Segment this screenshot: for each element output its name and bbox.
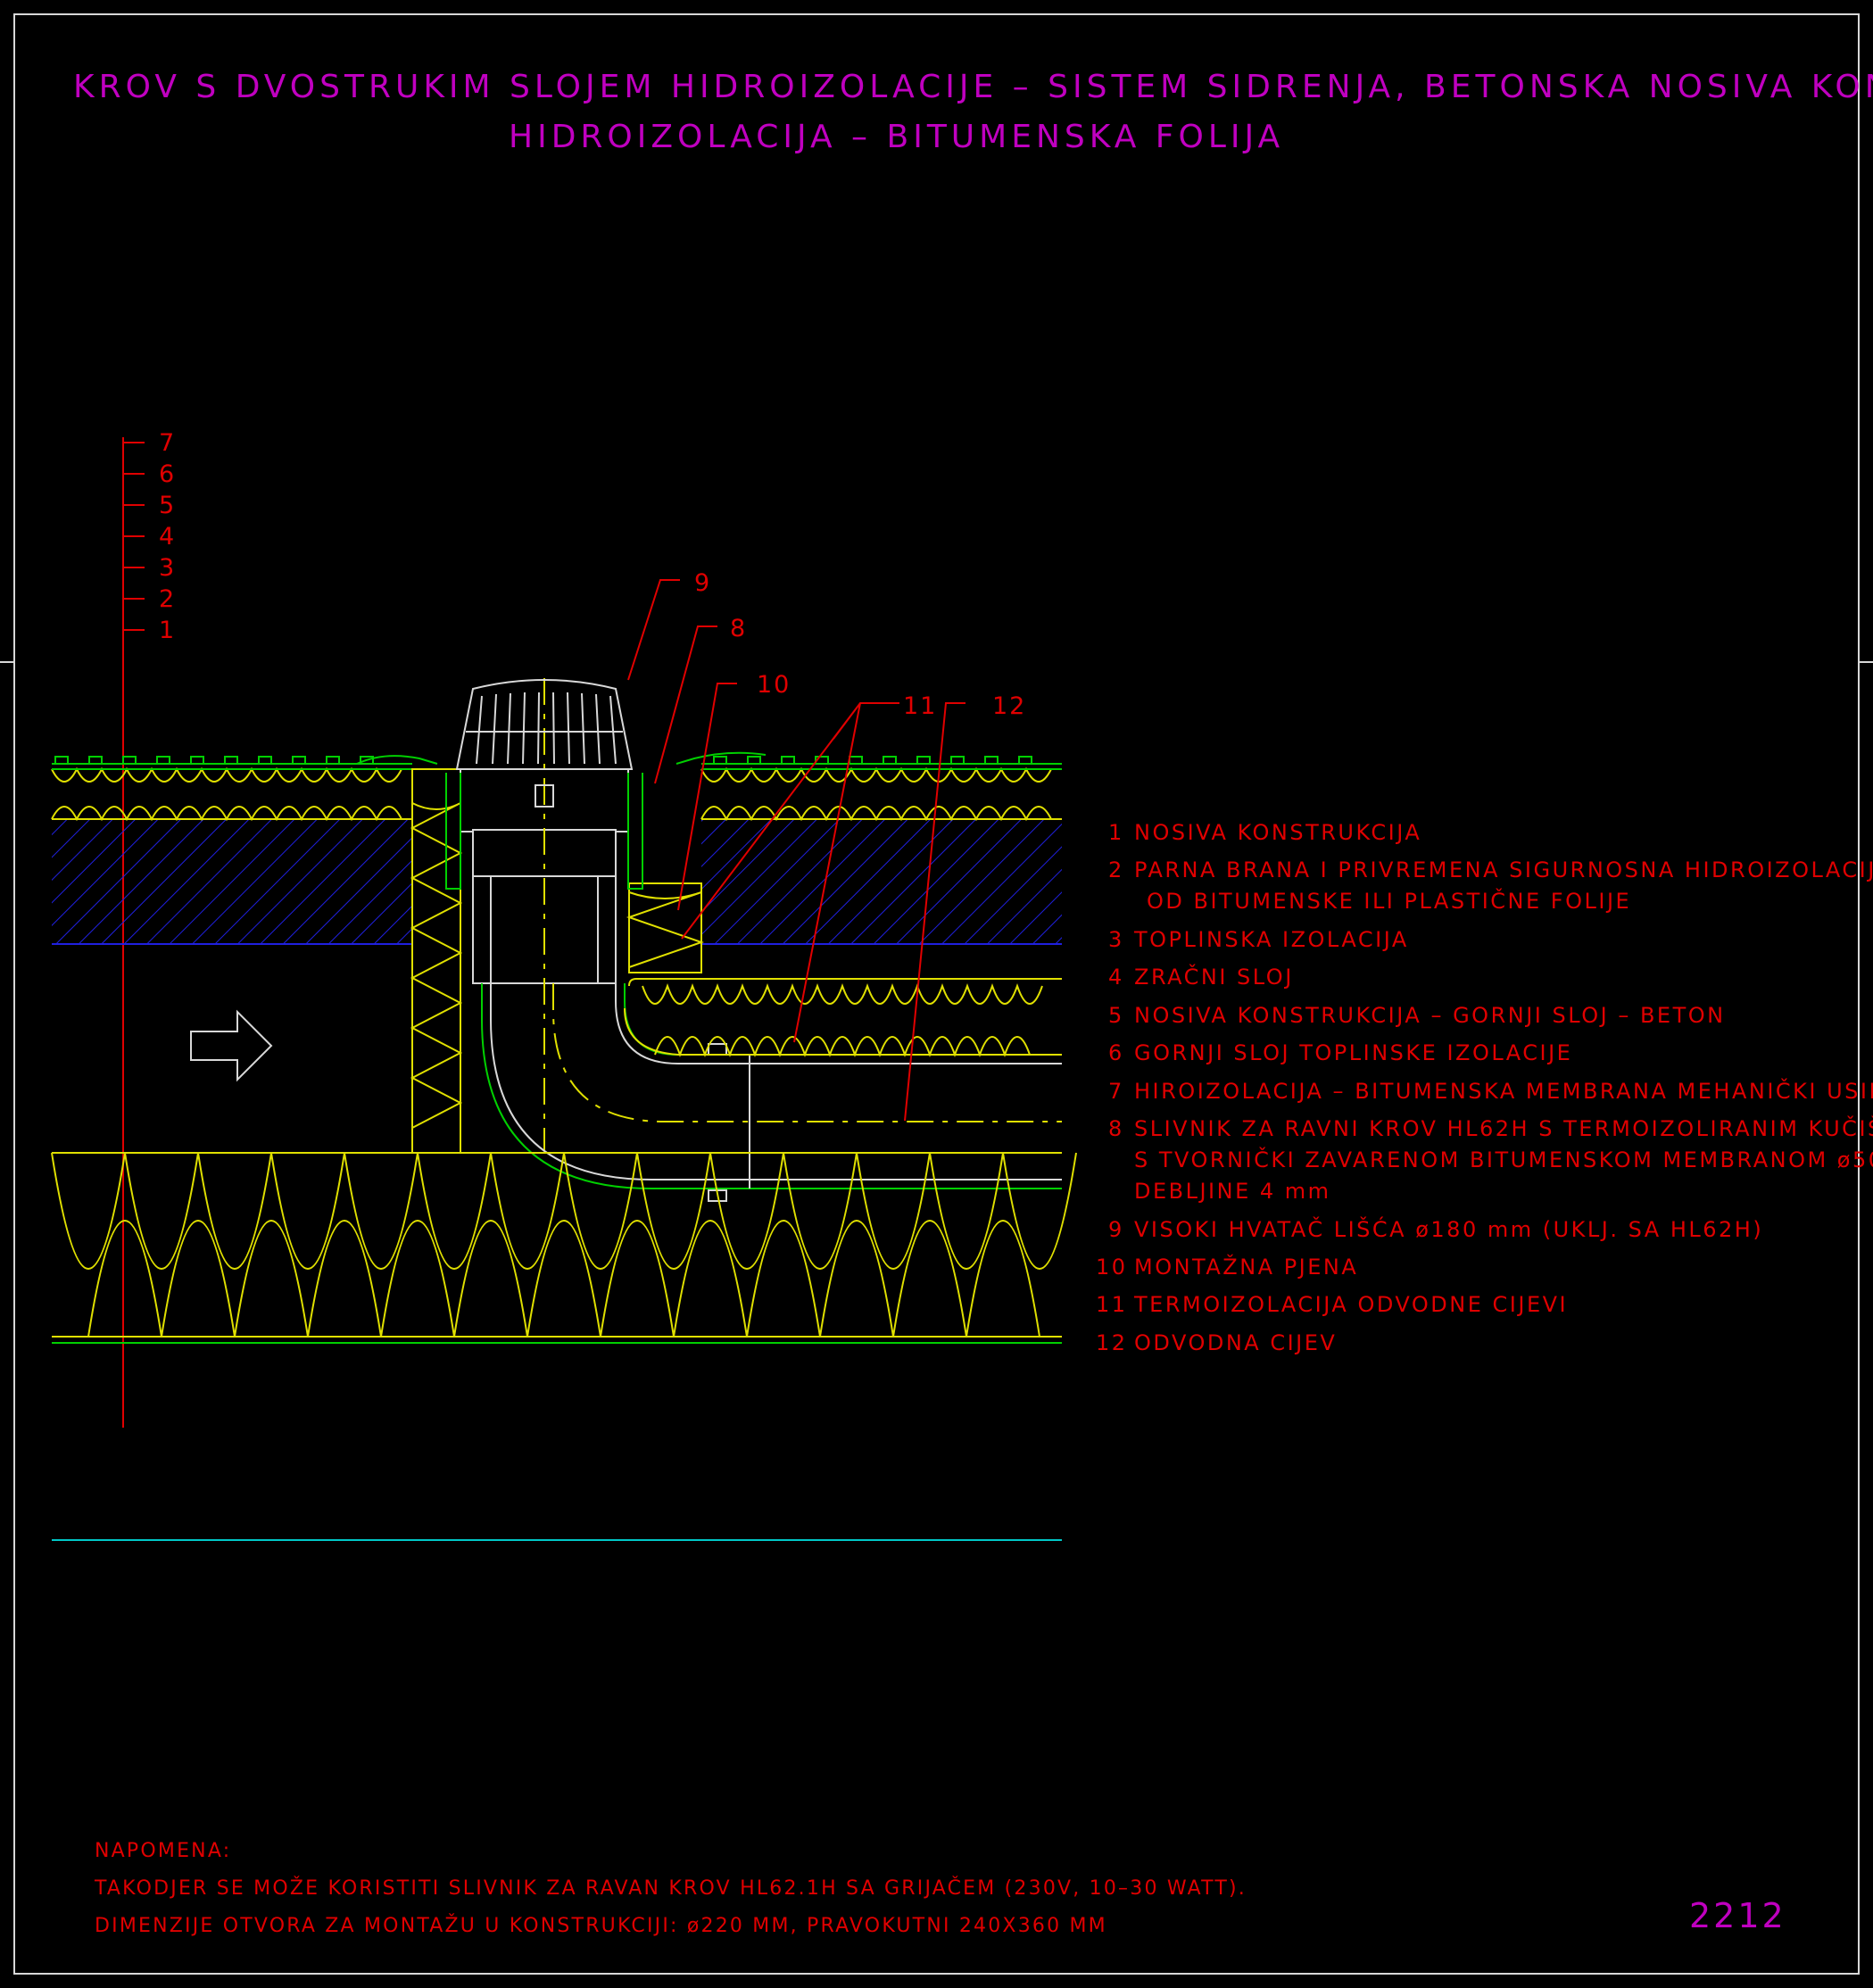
legend-num-11: 11: [1096, 1292, 1128, 1317]
callout-11: 11: [903, 692, 937, 720]
membrane: [52, 751, 1062, 770]
layer-tick-2: 2: [159, 585, 176, 613]
roof-section: [51, 678, 1077, 1541]
roof-drain: [445, 678, 643, 1151]
legend-num-9: 9: [1108, 1217, 1124, 1242]
flow-arrow-icon: [190, 1009, 273, 1082]
drawing-number: 2212: [1689, 1896, 1786, 1935]
legend-text-6: GORNJI SLOJ TOPLINSKE IZOLACIJE: [1134, 1040, 1572, 1065]
layer-tick-1: 1: [159, 617, 176, 644]
legend-text-5: NOSIVA KONSTRUKCIJA – GORNJI SLOJ – BETO…: [1134, 1003, 1726, 1028]
bottom-insulation: [51, 1152, 1077, 1344]
layer-tick-3: 3: [159, 554, 176, 582]
legend-num-10: 10: [1096, 1255, 1128, 1280]
legend-num-1: 1: [1108, 820, 1124, 845]
note-line-1: TAKODJER SE MOŽE KORISTITI SLIVNIK ZA RA…: [94, 1876, 1247, 1900]
drawing-frame: [13, 13, 1860, 1975]
legend-text-8b: S TVORNIČKI ZAVARENOM BITUMENSKOM MEMBRA…: [1134, 1146, 1873, 1172]
legend-text-2a: PARNA BRANA I PRIVREMENA SIGURNOSNA HIDR…: [1134, 857, 1873, 882]
layer-tick-5: 5: [159, 492, 176, 519]
callout-leaders: 9 8 10 11 12: [627, 569, 1026, 1122]
legend-text-8a: SLIVNIK ZA RAVNI KROV HL62H S TERMOIZOLI…: [1134, 1114, 1873, 1141]
callout-8: 8: [730, 615, 747, 642]
note-line-2: DIMENZIJE OTVORA ZA MONTAŽU U KONSTRUKCI…: [95, 1914, 1107, 1937]
layer-tick-6: 6: [159, 460, 176, 488]
legend-num-12: 12: [1096, 1330, 1128, 1355]
concrete-slab-left: [52, 819, 412, 944]
pipe-insulation: [624, 978, 1062, 1058]
legend-text-2b: OD BITUMENSKE ILI PLASTIČNE FOLIJE: [1147, 887, 1631, 914]
legend-text-10: MONTAŽNA PJENA: [1134, 1254, 1358, 1280]
concrete-slab-right: [701, 819, 1062, 944]
layer-tick-7: 7: [159, 429, 176, 457]
legend-text-9: VISOKI HVATAČ LIŠĆA ø180 mm (UKLJ. SA HL…: [1134, 1215, 1763, 1242]
legend-text-7: HIROIZOLACIJA – BITUMENSKA MEMBRANA MEHA…: [1134, 1077, 1873, 1104]
title-line-2: HIDROIZOLACIJA – BITUMENSKA FOLIJA: [509, 119, 1284, 155]
legend-text-8c: DEBLJINE 4 mm: [1134, 1179, 1331, 1204]
legend-num-2: 2: [1108, 857, 1124, 882]
legend-num-8: 8: [1108, 1116, 1124, 1141]
callout-10: 10: [757, 671, 791, 699]
legend-text-1: NOSIVA KONSTRUKCIJA: [1134, 820, 1421, 845]
legend-num-3: 3: [1108, 927, 1124, 952]
note-block: NAPOMENA: TAKODJER SE MOŽE KORISTITI SLI…: [94, 1840, 1247, 1937]
layer-tick-4: 4: [159, 523, 176, 551]
legend: 1 NOSIVA KONSTRUKCIJA 2 PARNA BRANA I PR…: [1096, 820, 1873, 1355]
drain-insulation: [410, 768, 705, 1154]
title-line-1: KROV S DVOSTRUKIM SLOJEM HIDROIZOLACIJE …: [73, 69, 1873, 105]
legend-text-11: TERMOIZOLACIJA ODVODNE CIJEVI: [1133, 1292, 1568, 1317]
top-insulation: [51, 766, 1062, 822]
legend-text-4: ZRAČNI SLOJ: [1134, 963, 1294, 990]
legend-num-6: 6: [1108, 1040, 1124, 1065]
drain-pipe: [481, 983, 1062, 1202]
legend-text-3: TOPLINSKA IZOLACIJA: [1133, 927, 1409, 952]
callout-12: 12: [992, 692, 1026, 720]
note-heading: NAPOMENA:: [95, 1840, 231, 1862]
legend-num-7: 7: [1108, 1079, 1124, 1104]
legend-num-4: 4: [1108, 965, 1124, 990]
callout-9: 9: [694, 569, 711, 597]
legend-text-12: ODVODNA CIJEV: [1134, 1330, 1337, 1355]
leaf-guard: [455, 679, 634, 808]
legend-num-5: 5: [1108, 1003, 1124, 1028]
